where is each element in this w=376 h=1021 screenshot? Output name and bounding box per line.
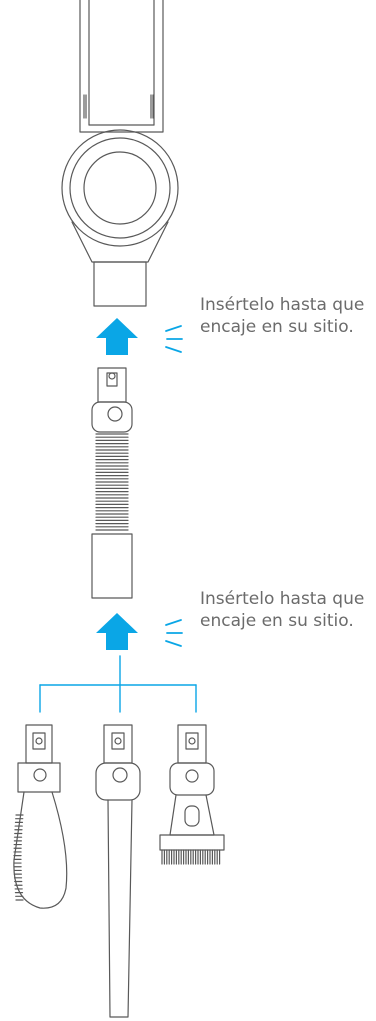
dusting-brush-tool	[159, 724, 225, 865]
motor-housing	[61, 129, 179, 263]
crevice-tool	[95, 724, 141, 1018]
step-1-instruction: Insértelo hasta que encaje en su sitio.	[200, 295, 365, 337]
click-lines-2-icon	[165, 619, 183, 647]
up-arrow-2-icon	[96, 613, 138, 650]
brush-tool	[13, 724, 68, 909]
connector-tree	[39, 655, 197, 713]
up-arrow-1-icon	[96, 318, 138, 355]
extension-hose	[91, 367, 133, 599]
handle-outlet	[93, 261, 147, 307]
vacuum-handle	[79, 0, 164, 133]
click-lines-1-icon	[165, 325, 183, 353]
step-2-instruction: Insértelo hasta que encaje en su sitio.	[200, 589, 365, 631]
